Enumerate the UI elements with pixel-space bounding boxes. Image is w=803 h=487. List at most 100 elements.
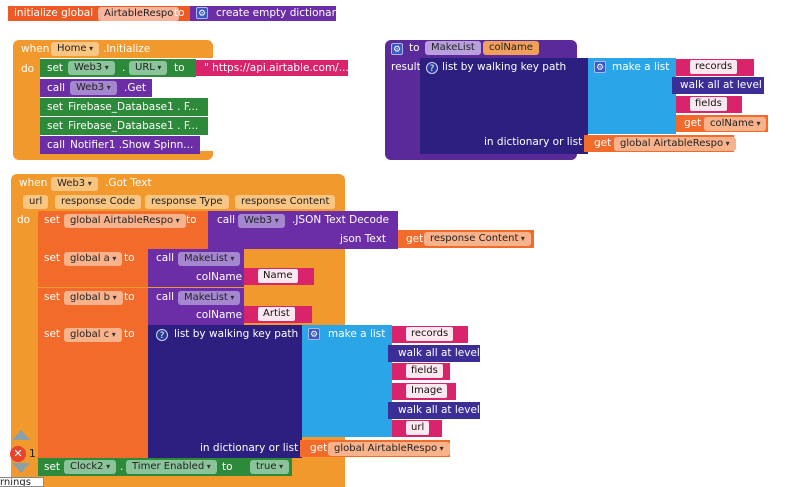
call-notifier-block[interactable]: call Notifier1 .Show Spinn...: [40, 136, 200, 154]
artist-string-value[interactable]: Artist: [258, 307, 295, 321]
create-empty-dict-label: create empty dictionary: [216, 7, 343, 19]
set-c-var-field[interactable]: global c: [64, 328, 122, 342]
firebase-text-2: Firebase_Database1 . F...: [68, 120, 199, 132]
name-string-block[interactable]: Name: [244, 268, 314, 285]
fields-value-1[interactable]: fields: [690, 97, 727, 111]
param-response-code[interactable]: response Code: [55, 195, 142, 209]
records-string-1[interactable]: records: [676, 59, 754, 76]
walk-all-level-block-2[interactable]: walk all at level: [388, 345, 480, 362]
set-airtable-var-field[interactable]: global AirtableRespo: [64, 214, 186, 228]
records-value-2[interactable]: records: [406, 327, 454, 341]
call-makelist-a-block[interactable]: call MakeList colName: [148, 249, 244, 287]
get-method-label: .Get: [124, 82, 147, 94]
set-airtable-block[interactable]: set global AirtableRespo to: [38, 211, 210, 249]
get-global-airtable-block-1[interactable]: get global AirtableRespo: [584, 135, 736, 152]
get-colname-field[interactable]: colName: [704, 117, 767, 131]
name-string-value[interactable]: Name: [258, 269, 298, 283]
set-global-b-block[interactable]: set global b to: [38, 288, 148, 325]
param-response-type[interactable]: response Type: [145, 195, 229, 209]
make-a-list-block-1[interactable]: ⚙ make a list: [588, 58, 676, 134]
walk-key-path-block-1[interactable]: ? list by walking key path in dictionary…: [420, 58, 588, 154]
walk-all-level-block-1[interactable]: walk all at level: [672, 77, 764, 94]
set-c-to-label: to: [124, 328, 135, 340]
set-firebase-label-2: set: [47, 120, 64, 132]
init-global-block[interactable]: initialize global AirtableRespo to ⚙ cre…: [8, 6, 342, 21]
procedure-gear-icon[interactable]: ⚙: [391, 43, 403, 55]
artist-string-block[interactable]: Artist: [244, 306, 312, 323]
image-string-block[interactable]: Image: [392, 383, 456, 400]
fields-string-2[interactable]: fields: [392, 363, 450, 380]
gottext-component-field[interactable]: Web3: [51, 177, 98, 191]
init-global-to: to: [174, 7, 185, 19]
gear-icon[interactable]: ⚙: [196, 7, 208, 19]
make-list-gear-icon-2[interactable]: ⚙: [308, 328, 320, 340]
make-list-gear-icon-1[interactable]: ⚙: [594, 61, 606, 73]
call-web3-field[interactable]: Web3: [70, 81, 117, 95]
makelist-a-field[interactable]: MakeList: [178, 252, 241, 266]
get-label-3: get: [310, 442, 328, 454]
set-firebase-block-2[interactable]: set Firebase_Database1 . F...: [40, 117, 208, 135]
set-global-c-block[interactable]: set global c to: [38, 325, 148, 458]
get-colname-block[interactable]: get colName: [676, 115, 768, 132]
set-a-to-label: to: [124, 252, 135, 264]
records-string-2[interactable]: records: [392, 326, 468, 343]
set-web3-url-block[interactable]: set Web3 . URL to: [40, 59, 196, 77]
set-clock-label: set: [44, 461, 61, 473]
makelist-b-field[interactable]: MakeList: [178, 291, 241, 305]
help-icon-2[interactable]: ?: [156, 329, 168, 341]
call-makelist-b-block[interactable]: call MakeList colName: [148, 288, 244, 325]
home-component-dropdown[interactable]: Home: [51, 42, 100, 56]
make-a-list-block-2[interactable]: ⚙ make a list: [302, 325, 392, 437]
set-c-label: set: [44, 328, 61, 340]
fields-value-2[interactable]: fields: [406, 364, 443, 378]
call-json-decode-block[interactable]: call Web3 .JSON Text Decode json Text: [208, 211, 398, 249]
set-firebase-label-1: set: [47, 101, 64, 113]
init-global-name[interactable]: AirtableRespo: [98, 7, 180, 21]
timer-enabled-field[interactable]: Timer Enabled: [126, 460, 217, 474]
scroll-down-arrow-icon[interactable]: [12, 463, 30, 473]
true-value-field[interactable]: true: [250, 460, 290, 474]
url-string-value-2[interactable]: url: [406, 421, 430, 435]
global-airtable-field-1[interactable]: global AirtableRespo: [614, 137, 736, 151]
create-empty-dict-block[interactable]: ⚙ create empty dictionary: [190, 6, 342, 21]
colname-b-label: colName: [196, 309, 243, 321]
warnings-tab[interactable]: rnings: [0, 477, 44, 487]
walk-key-path-block-2[interactable]: ? list by walking key path in dictionary…: [148, 325, 302, 458]
proc-param-field[interactable]: colName: [483, 41, 539, 55]
global-airtable-field-2[interactable]: global AirtableRespo: [328, 442, 450, 456]
set-clock-timer-block[interactable]: set Clock2 . Timer Enabled to: [38, 458, 248, 476]
url-property-field[interactable]: URL: [129, 61, 168, 75]
init-global-label: initialize global: [14, 7, 94, 19]
get-global-airtable-block-2[interactable]: get global AirtableRespo: [300, 440, 450, 457]
gottext-do-label: do: [17, 214, 31, 226]
help-icon[interactable]: ?: [426, 62, 438, 74]
set-firebase-block-1[interactable]: set Firebase_Database1 . F...: [40, 98, 208, 116]
call-json-comp-field[interactable]: Web3: [238, 214, 285, 228]
home-when-label: when: [21, 43, 50, 55]
get-response-field[interactable]: response Content: [424, 232, 531, 246]
url-string-block-2[interactable]: url: [392, 420, 442, 437]
walk-all-level-block-3[interactable]: walk all at level: [388, 402, 480, 419]
firebase-text-1: Firebase_Database1 . F...: [68, 101, 199, 113]
scroll-up-arrow-icon[interactable]: [12, 430, 30, 440]
clock-comp-field[interactable]: Clock2: [64, 460, 117, 474]
image-string-value[interactable]: Image: [406, 384, 448, 398]
records-value-1[interactable]: records: [690, 60, 738, 74]
param-url[interactable]: url: [23, 195, 49, 209]
set-a-var-field[interactable]: global a: [64, 252, 123, 266]
get-response-content-block[interactable]: get response Content: [398, 230, 534, 248]
gottext-event-label: .Got Text: [105, 177, 152, 189]
dot-label: .: [122, 62, 126, 74]
proc-result-label: result: [391, 61, 421, 73]
proc-name-field[interactable]: MakeList: [425, 41, 481, 55]
fields-string-1[interactable]: fields: [676, 96, 742, 113]
url-string-block[interactable]: " https://api.airtable.com/...": [196, 60, 354, 76]
param-response-content[interactable]: response Content: [235, 195, 336, 209]
true-boolean-block[interactable]: true: [246, 458, 292, 476]
web3-component-field[interactable]: Web3: [68, 61, 115, 75]
call-web3-get-block[interactable]: call Web3 .Get: [40, 79, 152, 97]
walk-all-level-label-2: walk all at level: [398, 347, 480, 359]
error-icon[interactable]: ✕: [10, 446, 26, 462]
set-b-var-field[interactable]: global b: [64, 291, 123, 305]
set-global-a-block[interactable]: set global a to: [38, 249, 148, 287]
